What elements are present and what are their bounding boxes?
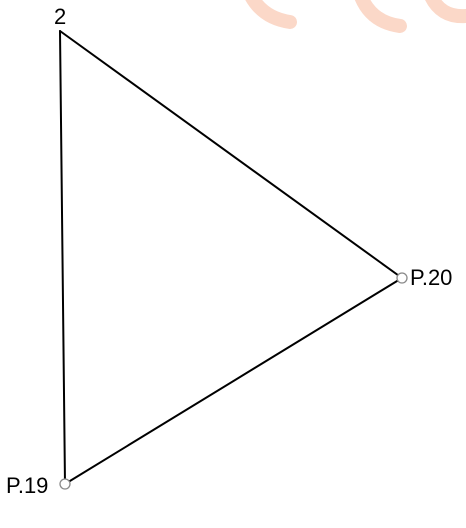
vertex-label-right: P.20 [410,265,452,290]
vertex-marker-right [396,272,408,284]
edge-right-to-bottom [64,277,403,485]
edge-top-to-right [59,30,403,279]
vertex-label-bottom: P.19 [6,473,48,498]
vertex-marker-bottom [59,478,71,490]
edge-bottom-to-top [59,30,66,485]
watermark-decoration [245,0,466,33]
vertex-label-top: 2 [54,4,66,29]
